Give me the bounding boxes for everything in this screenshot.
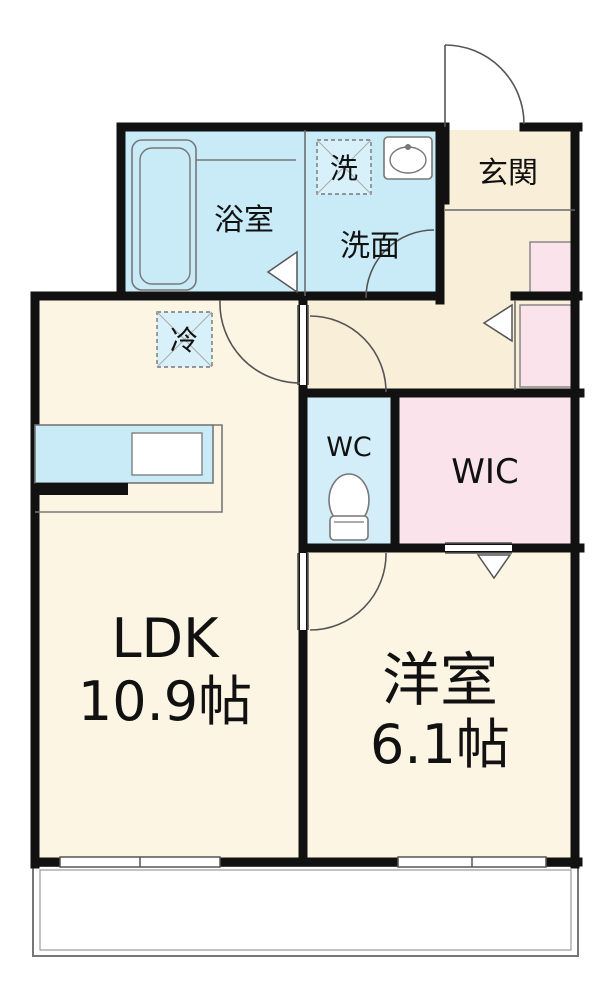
opening-markers — [266, 250, 513, 580]
ldk-name-label: LDK — [111, 607, 220, 670]
washer-pan — [316, 139, 372, 195]
wc-label: WC — [326, 432, 372, 463]
western-room-floor — [303, 548, 575, 860]
bath-label: 浴室 — [214, 203, 274, 238]
thin-walls — [304, 130, 575, 390]
washbasin — [383, 136, 433, 180]
washroom-label: 洗面 — [340, 229, 400, 264]
entrance-label: 玄関 — [478, 156, 538, 191]
western-room-size-label: 6.1帖 — [370, 713, 510, 776]
shoe-cabinet — [529, 241, 576, 298]
ldk-floor — [35, 300, 303, 860]
shoe-cabinet-lower — [519, 304, 576, 388]
kitchen-counter — [34, 424, 223, 513]
balcony — [32, 865, 579, 957]
balcony-inner — [39, 869, 572, 951]
fridge-space — [156, 311, 213, 368]
wic-label: WIC — [451, 452, 518, 492]
washer-label: 洗 — [330, 152, 358, 185]
wic-floor — [395, 395, 575, 548]
toilet — [328, 473, 370, 541]
ldk-size-label: 10.9帖 — [78, 670, 252, 733]
western-room-name-label: 洋室 — [382, 646, 498, 714]
doors — [219, 44, 525, 631]
windows — [59, 856, 547, 868]
fridge-label: 冷 — [170, 324, 198, 357]
bathtub — [131, 139, 296, 291]
